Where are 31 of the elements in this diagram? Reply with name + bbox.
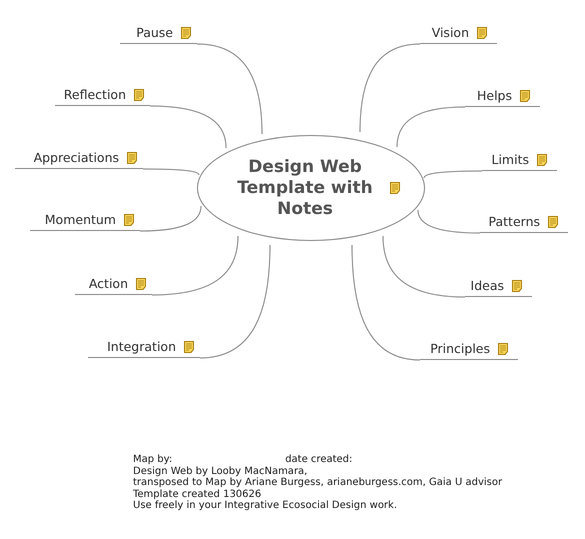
connector-line <box>142 168 200 176</box>
topic-label: Helps <box>476 88 512 103</box>
connector-line <box>150 106 226 148</box>
note-text: Template created 130626 <box>133 488 262 500</box>
central-topic-label: Design Web Template with Notes <box>236 156 374 220</box>
topic-label: Patterns <box>488 214 540 229</box>
topic-label: Integration <box>107 339 176 354</box>
connector-line <box>196 44 262 134</box>
connector-line <box>360 44 420 132</box>
topic-label: Pause <box>136 25 173 40</box>
note-text: Use freely in your Integrative Ecosocial Design work. <box>133 500 398 512</box>
connector-line <box>200 244 270 358</box>
topic-label: Vision <box>432 25 469 40</box>
connector-line <box>152 236 238 296</box>
connector-line <box>418 210 480 234</box>
note-text: date created: <box>285 454 352 466</box>
topic-label: Action <box>88 276 128 291</box>
topic-label: Principles <box>430 341 490 356</box>
topic-label: Ideas <box>470 278 504 293</box>
connector-line <box>424 170 482 178</box>
topic-label: Momentum <box>44 212 116 227</box>
connector-line <box>396 106 466 148</box>
connector-line <box>352 244 420 360</box>
topic-label: Appreciations <box>34 150 119 165</box>
connector-line <box>140 206 202 232</box>
topic-label: Reflection <box>64 87 126 102</box>
topic-label: Limits <box>492 152 529 167</box>
note-text: Map by: <box>133 454 172 466</box>
note-text: transposed to Map by Ariane Burgess, arianeburgess.com, Gaia U advisor <box>133 477 502 488</box>
connector-line <box>382 236 466 298</box>
note-text: Design Web by Looby MacNamara, <box>133 466 308 476</box>
